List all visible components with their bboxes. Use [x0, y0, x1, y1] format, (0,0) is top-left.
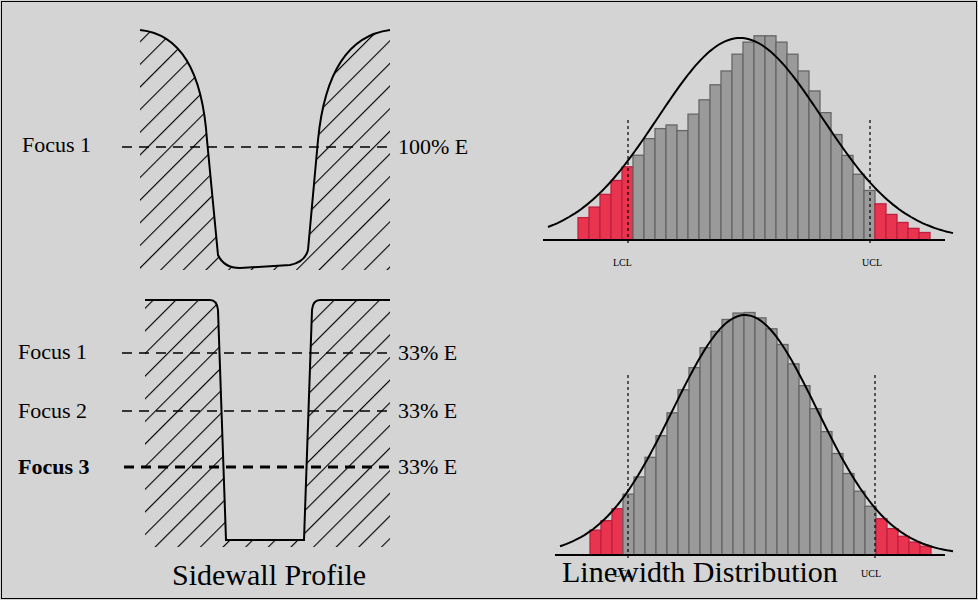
histogram-bar — [655, 129, 666, 240]
histogram-bar — [854, 491, 865, 555]
histogram-bar — [842, 155, 853, 240]
histogram-bar — [799, 386, 810, 555]
histogram-bar — [832, 454, 843, 555]
histogram-bar — [766, 329, 777, 555]
histogram-bar — [821, 432, 832, 555]
resist-profile-bottom — [143, 296, 392, 547]
limit-label: LCL — [613, 258, 632, 268]
exposure-label: 100% E — [398, 136, 468, 158]
histogram-bar — [644, 139, 655, 240]
histogram-bar — [688, 114, 699, 240]
axis-line — [543, 239, 945, 241]
focus-label: Focus 1 — [22, 134, 91, 156]
histogram-bar — [909, 542, 920, 555]
histogram-bar — [831, 135, 842, 240]
histogram-bar — [721, 71, 732, 240]
histogram-bar — [898, 536, 909, 555]
histogram-bar — [897, 222, 908, 240]
panel-title: Linewidth Distribution — [562, 557, 838, 587]
control-limit — [627, 375, 628, 559]
histogram-bar — [677, 131, 688, 240]
focus-lines — [122, 147, 392, 467]
histogram-bar — [919, 233, 930, 240]
histogram-bar — [876, 519, 887, 555]
control-limit — [627, 120, 628, 244]
histogram-bar — [864, 190, 875, 240]
control-limit — [869, 120, 870, 244]
axis-line — [555, 554, 945, 556]
histogram-bar — [743, 42, 754, 240]
histogram-bar — [612, 509, 623, 555]
histogram-bar — [600, 194, 611, 240]
exposure-label: 33% E — [398, 400, 457, 422]
histogram-bar — [590, 530, 601, 555]
histogram-bar — [865, 506, 876, 555]
fit-curve — [560, 315, 953, 551]
focus-label: Focus 3 — [18, 456, 90, 478]
histogram-bar — [853, 174, 864, 240]
histogram-bar — [744, 313, 755, 555]
histogram-bar — [732, 54, 743, 240]
panel-title: Sidewall Profile — [172, 560, 366, 590]
limit-label: UCL — [862, 258, 882, 268]
histogram-bar — [820, 113, 831, 240]
fit-curve — [548, 38, 953, 233]
histogram-bar — [633, 155, 644, 240]
histogram-bar — [754, 36, 765, 240]
limit-label: UCL — [861, 569, 881, 579]
histogram-bar — [656, 436, 667, 555]
histogram-bar — [578, 218, 589, 240]
histogram-bar — [810, 409, 821, 555]
histogram-bar — [699, 100, 710, 240]
histogram-bar — [887, 529, 898, 555]
exposure-label: 33% E — [398, 342, 457, 364]
histogram-bar — [611, 180, 622, 240]
histogram-bar — [886, 214, 897, 240]
control-limit — [874, 375, 875, 559]
histogram-bar — [843, 474, 854, 555]
histogram-bar — [666, 125, 677, 240]
histogram-bar — [722, 319, 733, 555]
histogram-bar — [875, 204, 886, 240]
histogram-bar — [689, 368, 700, 555]
histogram-bar — [920, 546, 931, 555]
histogram-bar — [755, 318, 766, 555]
histogram-bar — [788, 364, 799, 555]
histogram-bar — [645, 457, 656, 555]
histogram-bar — [634, 477, 645, 555]
histogram-bar — [733, 313, 744, 555]
exposure-label: 33% E — [398, 456, 457, 478]
histogram-bar — [667, 413, 678, 555]
histogram-bar — [589, 207, 600, 240]
histogram-bar — [908, 228, 919, 240]
histogram-bar — [678, 390, 689, 555]
histogram-bar — [700, 348, 711, 555]
focus-label: Focus 2 — [18, 400, 87, 422]
histogram-bar — [776, 42, 787, 240]
histogram-bar — [601, 521, 612, 555]
histogram-bar — [777, 344, 788, 555]
resist-profile-top — [138, 26, 392, 270]
histogram-bar — [765, 36, 776, 240]
focus-label: Focus 1 — [18, 341, 87, 363]
histogram-bar — [710, 85, 721, 240]
histogram-bar — [711, 331, 722, 555]
histograms — [543, 36, 953, 559]
